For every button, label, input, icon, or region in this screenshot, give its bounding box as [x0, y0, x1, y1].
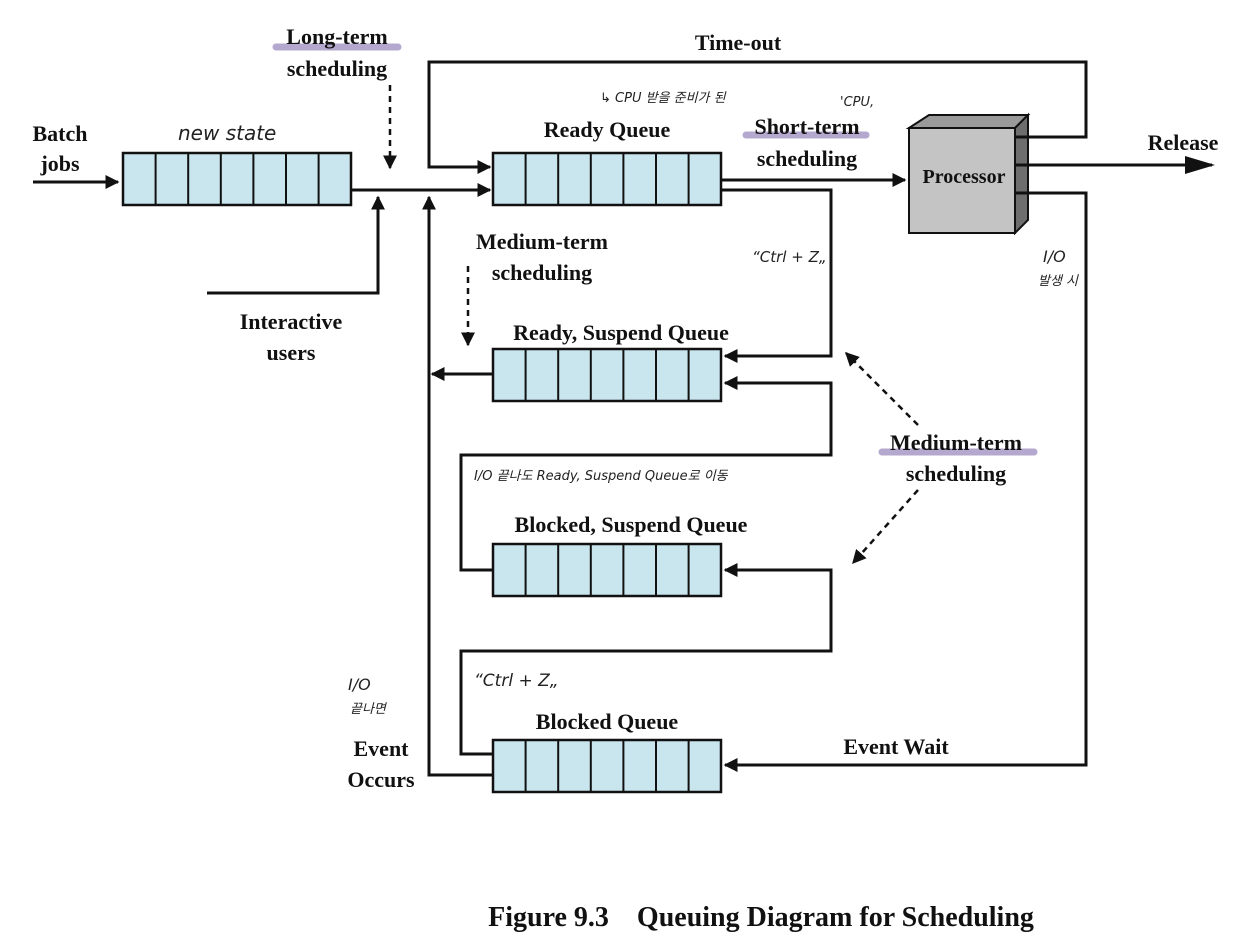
- medium-term-label-1: Medium-term: [476, 229, 608, 254]
- blocked-suspend-queue-label: Blocked, Suspend Queue: [515, 512, 748, 537]
- users-label: users: [267, 340, 316, 365]
- note-cpu-quote: 'CPU,: [840, 95, 874, 110]
- blocked-queue-label: Blocked Queue: [536, 709, 679, 734]
- blocked-suspend-queue-box: [491, 542, 723, 598]
- time-out-label: Time-out: [695, 30, 782, 55]
- event-wait-label: Event Wait: [843, 734, 949, 759]
- ready-suspend-queue-label: Ready, Suspend Queue: [513, 320, 729, 345]
- event-occurs-arrow: [422, 195, 493, 777]
- medium-term-dashed-arrow-down: [852, 489, 919, 565]
- medium-term-scheduling-label-2: scheduling: [906, 461, 1006, 486]
- processor-box: [905, 112, 1031, 236]
- event-wait-arrow: [723, 191, 1088, 772]
- long-term-scheduling-label: scheduling: [287, 56, 387, 81]
- note-io-2: I/O: [348, 675, 371, 694]
- occurs-label: Occurs: [347, 767, 415, 792]
- processor-label: Processor: [923, 166, 1006, 188]
- note-io-done-move: I/O 끝나도 Ready, Suspend Queue로 이동: [474, 469, 729, 484]
- batch-jobs-queue: [121, 151, 353, 207]
- interactive-users-arrow: [207, 195, 385, 295]
- short-term-label: Short-term: [754, 114, 859, 139]
- medium-term-label-2: Medium-term: [890, 430, 1022, 455]
- jobs-label: jobs: [39, 151, 80, 176]
- note-cpu-ready: ↳ CPU 받을 준비가 된: [600, 91, 727, 106]
- release-label: Release: [1148, 130, 1219, 155]
- blocked-queue-box: [491, 738, 723, 794]
- medium-term-dashed-arrow-up: [845, 352, 919, 426]
- note-io-occur: 발생 시: [1038, 274, 1079, 289]
- long-term-label: Long-term: [286, 24, 387, 49]
- blocked-suspend-to-ready-suspend-arrow: [459, 376, 833, 572]
- ready-queue-label: Ready Queue: [544, 117, 671, 142]
- blocked-to-blocked-suspend-arrow: [459, 563, 833, 756]
- batch-label: Batch: [33, 121, 88, 146]
- ready-suspend-queue-box: [491, 347, 723, 403]
- note-ctrl-z-2: “Ctrl + Z„: [474, 671, 559, 691]
- note-io-1: I/O: [1043, 247, 1066, 266]
- figure-caption: Figure 9.3 Queuing Diagram for Schedulin…: [488, 902, 1034, 933]
- ready-queue-box: [491, 151, 723, 207]
- note-new-state: new state: [178, 121, 276, 145]
- event-label: Event: [354, 736, 410, 761]
- interactive-label: Interactive: [240, 309, 343, 334]
- time-out-arrow: [427, 60, 1088, 174]
- medium-term-scheduling-label-1: scheduling: [492, 260, 592, 285]
- short-term-scheduling-label: scheduling: [757, 146, 857, 171]
- note-ctrl-z-1: “Ctrl + Z„: [752, 248, 827, 266]
- note-io-done: 끝나면: [350, 702, 388, 717]
- ready-to-ready-suspend-arrow: [721, 188, 833, 363]
